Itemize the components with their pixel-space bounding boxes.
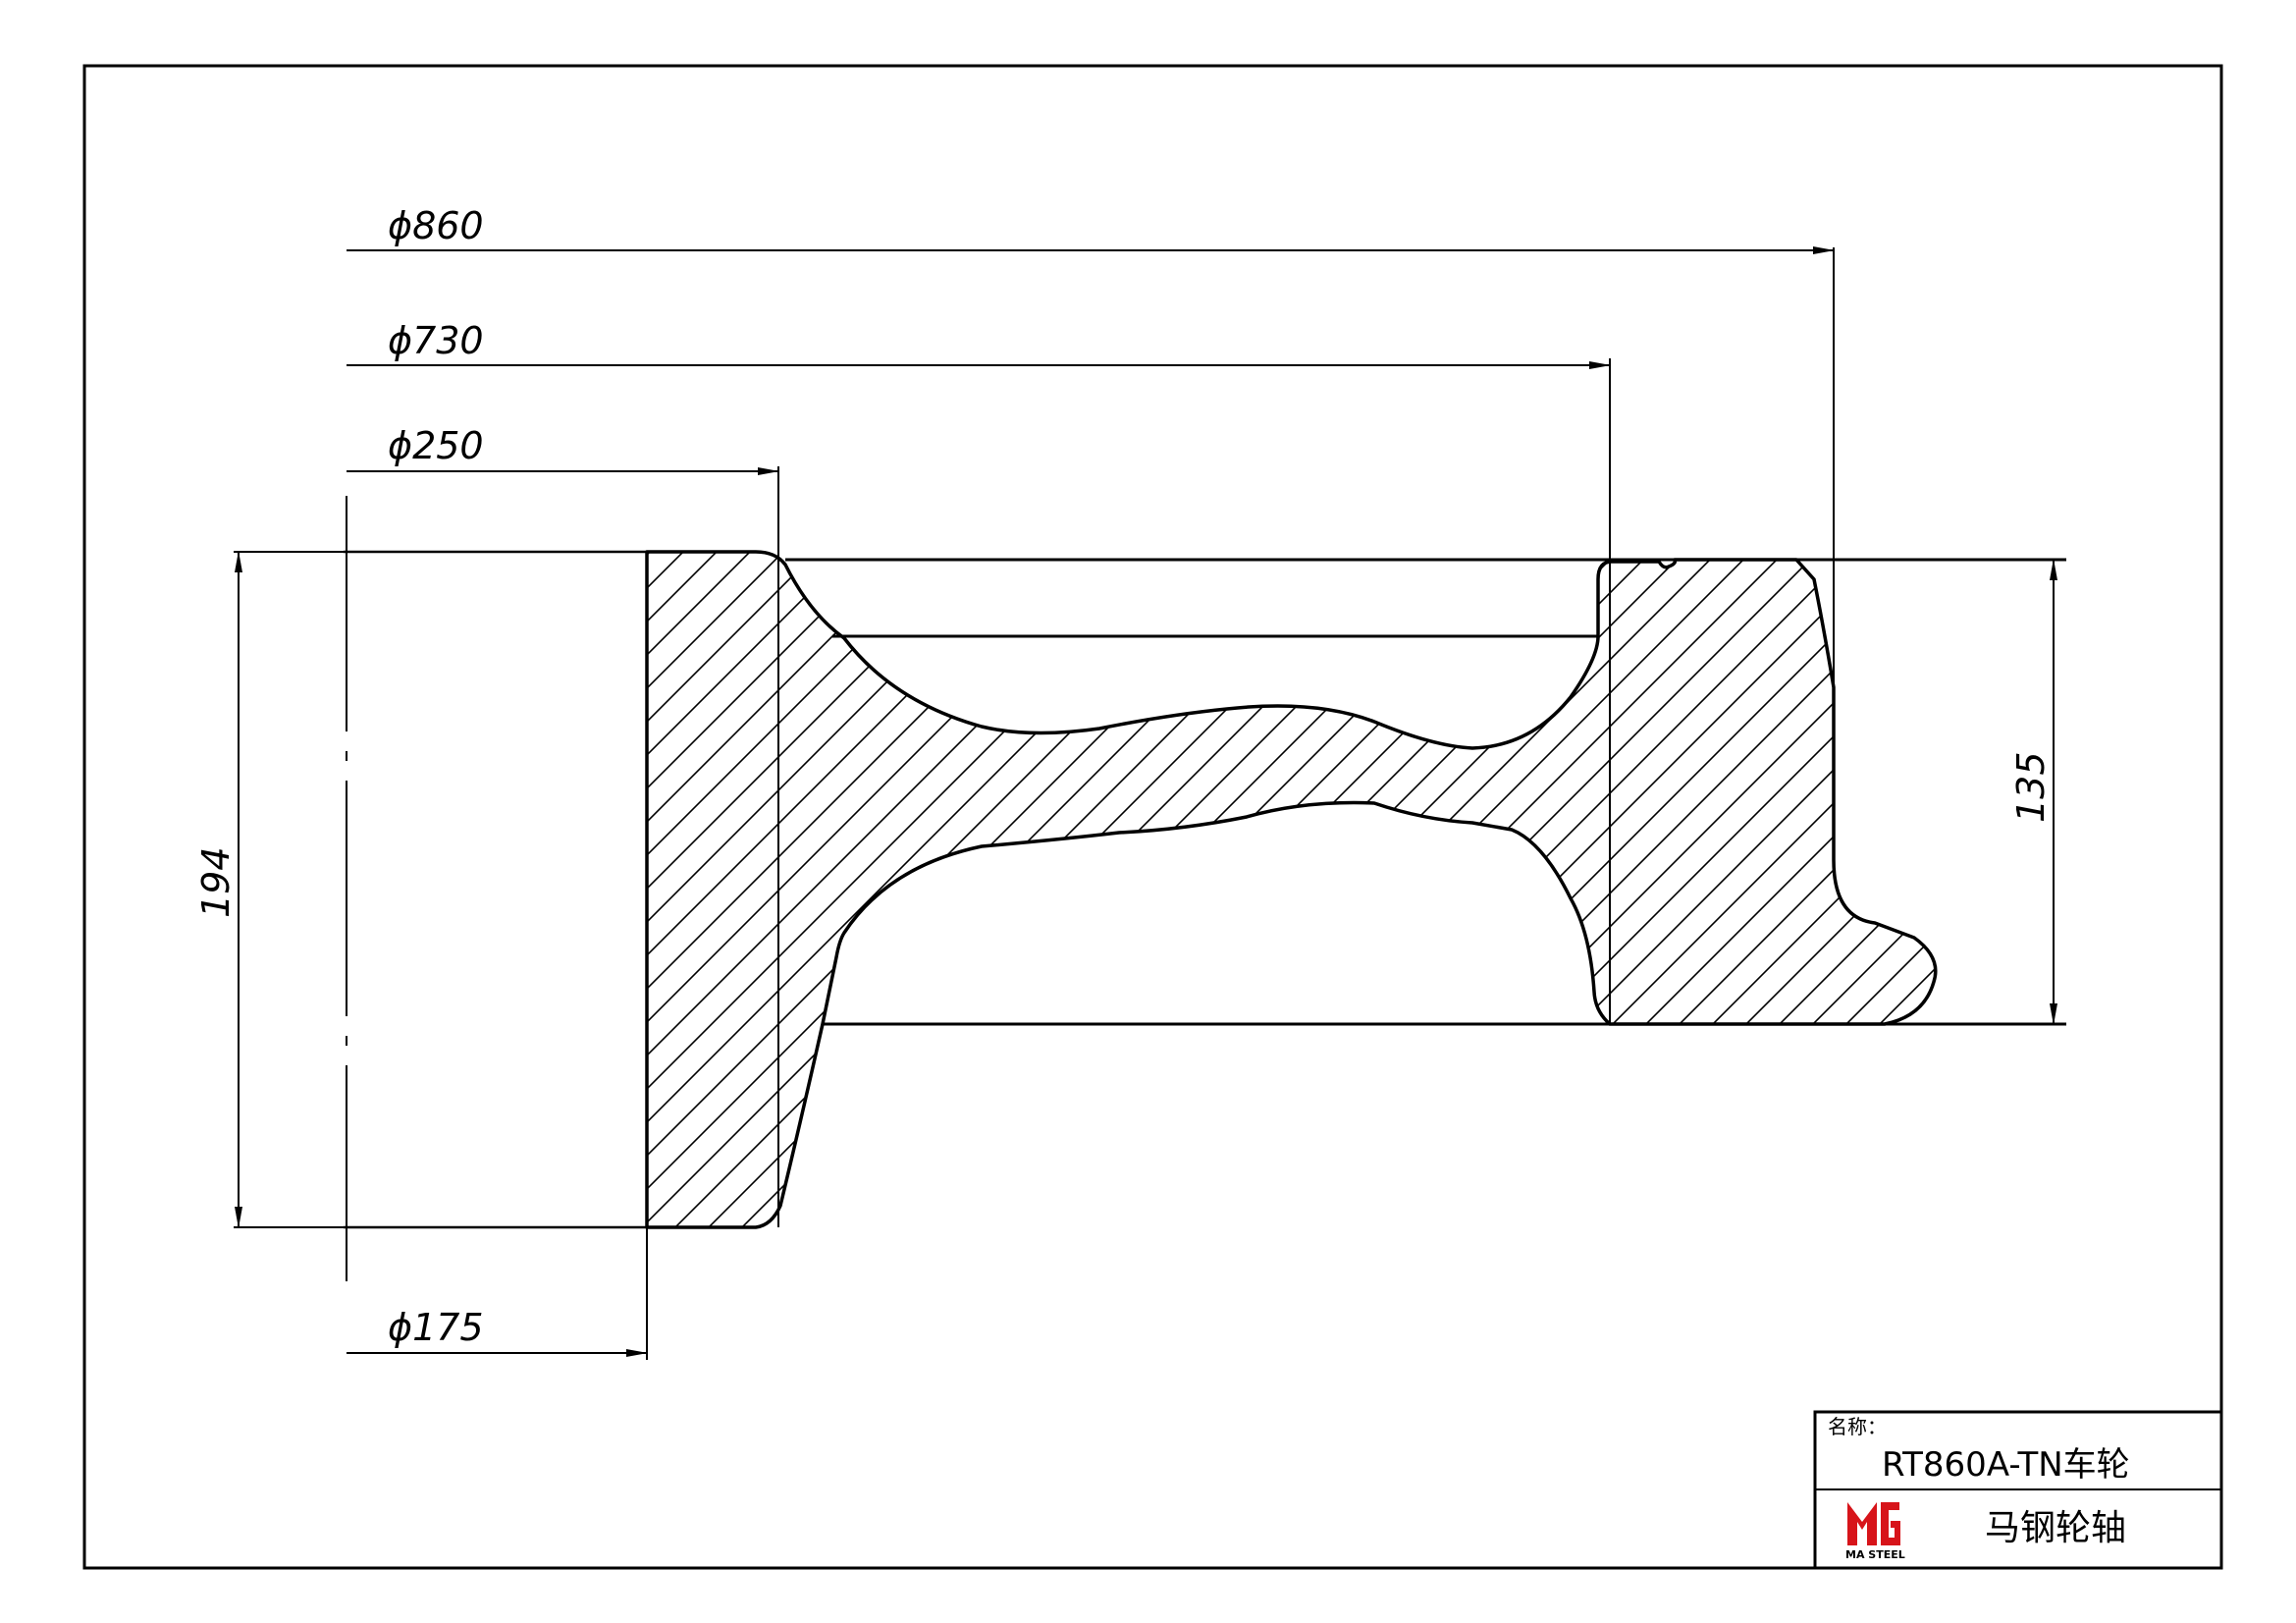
- dim-text-860: ϕ860: [388, 204, 484, 247]
- title-block-name-label: 名称：: [1828, 1415, 1887, 1438]
- wheel-section-hatched: [645, 550, 1938, 1229]
- dim-text-175: ϕ175: [388, 1306, 484, 1349]
- ma-steel-logo-icon: MA STEEL: [1845, 1502, 1905, 1561]
- logo-text: MA STEEL: [1845, 1548, 1905, 1561]
- dim-text-194: 194: [194, 846, 238, 918]
- title-block: 名称： RT860A-TN车轮 MA STEEL 马钢轮轴: [1813, 1410, 2223, 1570]
- drawing-border: [82, 64, 2223, 1570]
- dim-text-730: ϕ730: [388, 319, 484, 362]
- dim-text-135: 135: [2009, 751, 2053, 823]
- title-block-company: 马钢轮轴: [1985, 1508, 2126, 1548]
- title-block-part-name: RT860A-TN车轮: [1882, 1445, 2130, 1485]
- dim-text-250: ϕ250: [388, 424, 484, 467]
